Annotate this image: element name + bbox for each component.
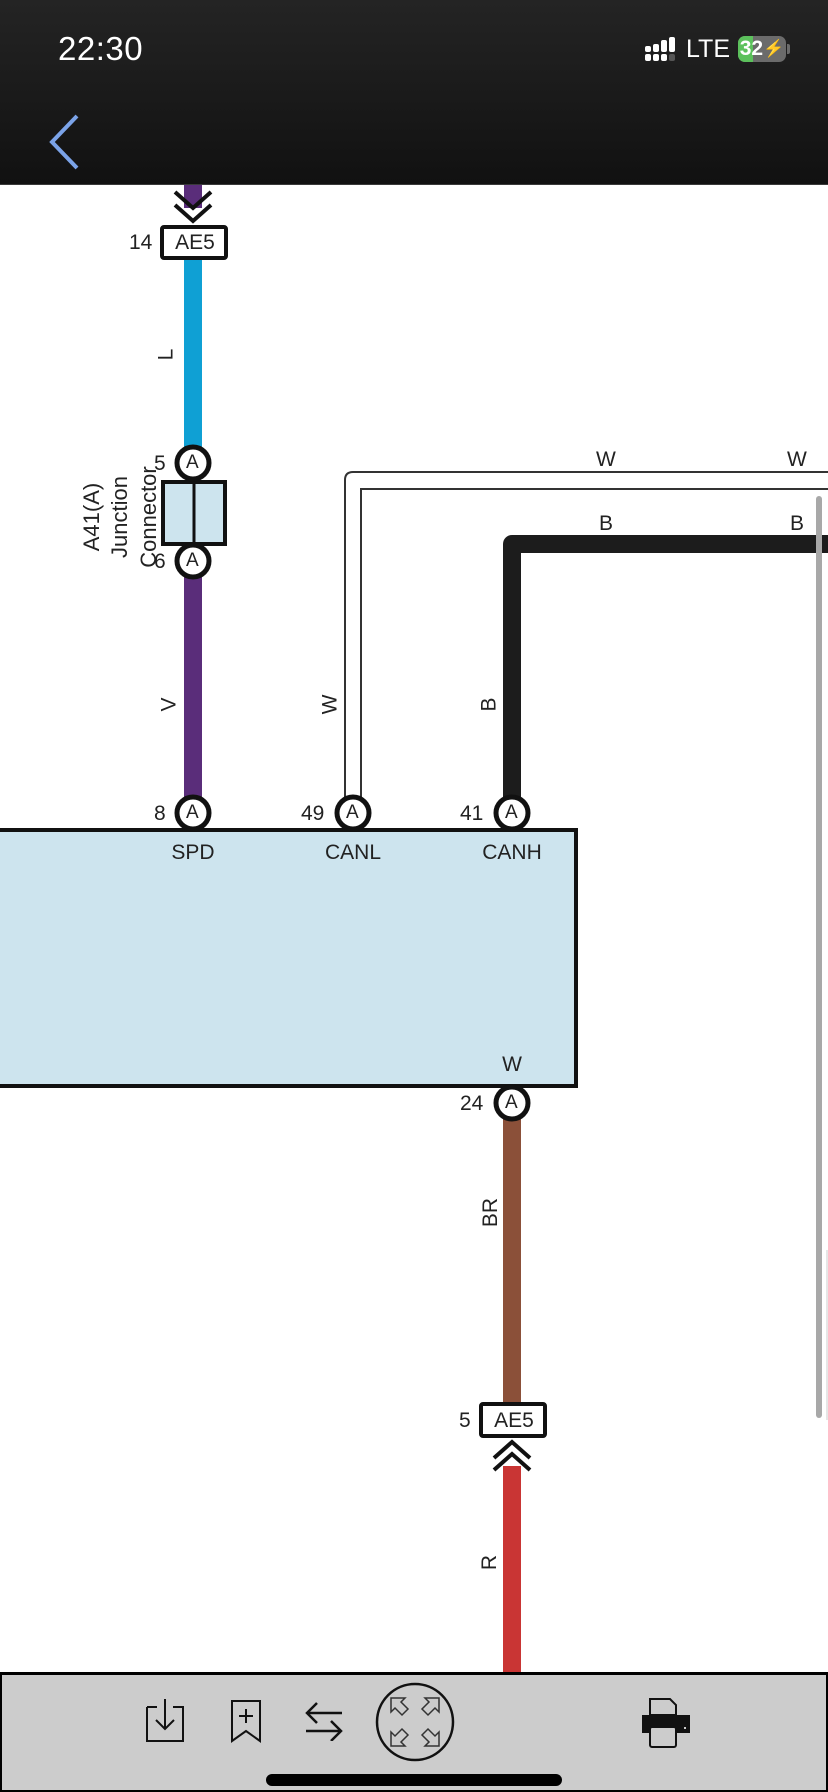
connector-ae5-bottom-box[interactable] <box>479 1402 547 1438</box>
swap-button[interactable] <box>304 1701 344 1746</box>
wire-label-B-top-1: B <box>599 512 614 535</box>
bottom-connector-name: AE5 <box>494 1409 534 1432</box>
ecu-pin-signal: CANH <box>482 841 542 864</box>
white-wire-outer <box>344 471 828 806</box>
top-bar: 22:30 LTE 32 ⚡ <box>0 0 828 185</box>
wire-label-V: V <box>157 697 181 712</box>
junction-title-1: A41(A) <box>79 482 104 552</box>
ecu-bottom-signal: W <box>502 1053 522 1076</box>
battery-level: 32 <box>739 37 764 60</box>
ecu-bottom-pin-number: 24 <box>460 1092 484 1115</box>
violet-wire-V <box>184 560 202 808</box>
wire-label-B-vertical: B <box>477 697 501 712</box>
battery-nub <box>787 44 790 54</box>
back-button[interactable] <box>44 110 84 170</box>
add-bookmark-button[interactable] <box>229 1699 263 1748</box>
swap-arrows-icon <box>305 1702 343 1742</box>
status-icons: LTE 32 ⚡ <box>644 34 790 64</box>
wire-label-BR: BR <box>479 1197 503 1228</box>
ecu-bottom-pin-letter: A <box>505 1092 518 1113</box>
ecu-box[interactable] <box>0 828 578 1088</box>
ecu-pin-letter: A <box>505 802 518 823</box>
download-button[interactable] <box>144 1697 186 1748</box>
white-wire-inner <box>360 488 828 806</box>
scrollbar[interactable] <box>816 496 822 1418</box>
wire-label-L: L <box>154 348 178 361</box>
brown-wire-BR <box>503 1116 521 1402</box>
chevron-up-double-icon <box>492 1439 532 1472</box>
junction-pin-6-circle <box>174 542 212 580</box>
fit-screen-button[interactable] <box>374 1681 456 1768</box>
bottom-connector-pin: 5 <box>459 1409 471 1432</box>
junction-pin-bottom: 6 <box>154 550 166 573</box>
download-icon <box>146 1699 184 1742</box>
wire-label-R: R <box>478 1554 502 1571</box>
print-button[interactable] <box>640 1697 692 1754</box>
status-time: 22:30 <box>58 30 144 67</box>
ecu-pin-number: 49 <box>301 802 325 825</box>
ecu-pin-letter: A <box>186 802 199 823</box>
ecu-pin-24-circle <box>493 1084 531 1122</box>
ecu-pin-number: 41 <box>460 802 484 825</box>
cellular-signal-icon <box>645 37 675 61</box>
red-wire-R <box>503 1466 521 1672</box>
expand-arrows-icon <box>375 1682 455 1762</box>
chevron-down-double-icon <box>173 190 213 224</box>
wire-label-W-top-2: W <box>787 448 807 471</box>
charging-bolt-icon: ⚡ <box>763 39 785 58</box>
ecu-pin-49-circle <box>334 794 372 832</box>
battery-fill <box>738 36 754 62</box>
top-connector-pin: 14 <box>129 231 153 254</box>
junction-pin-top: 5 <box>154 452 166 475</box>
blue-wire-L <box>184 258 202 458</box>
bookmark-plus-icon <box>231 1700 261 1743</box>
ecu-pin-number: 8 <box>154 802 166 825</box>
connector-ae5-top-box[interactable] <box>160 225 228 260</box>
ecu-pin-41-circle <box>493 794 531 832</box>
wire-label-W-top-1: W <box>596 448 616 471</box>
chevron-left-icon <box>49 114 79 170</box>
junction-pin-5-circle <box>174 444 212 482</box>
junction-pin-top-letter: A <box>186 452 199 473</box>
top-connector-name: AE5 <box>175 231 215 254</box>
ecu-pin-8-circle <box>174 794 212 832</box>
ecu-pin-letter: A <box>346 802 359 823</box>
battery-indicator: 32 ⚡ <box>738 36 786 62</box>
junction-pin-bottom-letter: A <box>186 550 199 571</box>
network-type: LTE <box>686 34 730 63</box>
junction-title-2: Junction <box>107 476 132 558</box>
printer-icon <box>642 1698 690 1748</box>
wire-label-W-vertical: W <box>318 694 342 715</box>
home-indicator[interactable] <box>266 1774 562 1786</box>
black-wire-B <box>503 535 828 808</box>
bottom-toolbar <box>0 1672 828 1792</box>
wire-label-B-top-2: B <box>790 512 805 535</box>
ecu-pin-signal: SPD <box>171 841 215 864</box>
ecu-pin-signal: CANL <box>324 841 382 864</box>
